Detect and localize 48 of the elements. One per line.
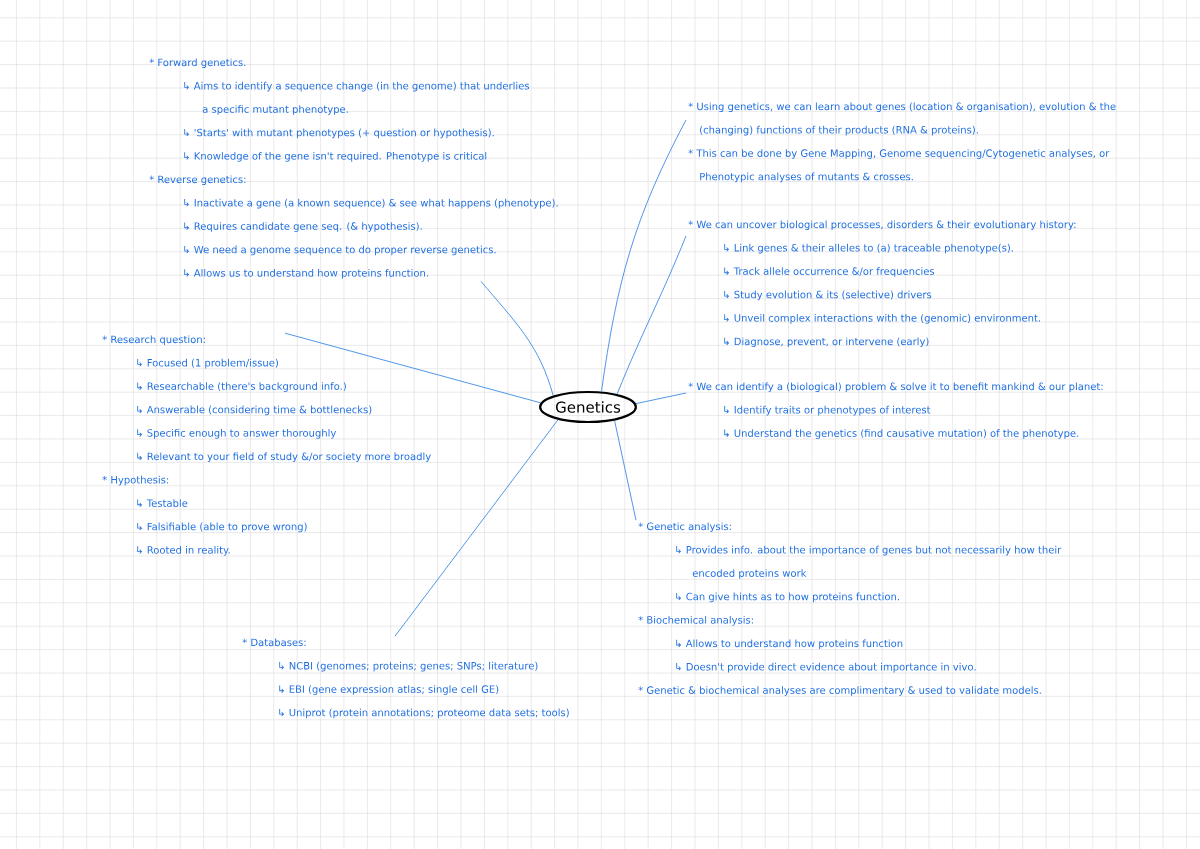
sub-point-text: ↳ Diagnose, prevent, or intervene (early): [724, 337, 929, 348]
sub-point-text: ↳ Falsifiable (able to prove wrong): [137, 522, 307, 533]
sub-point-text: ↳ Allows to understand how proteins function: [676, 639, 903, 650]
heading-text: * We can identify a (biological) problem & solve it to benefit mankind & our planet:: [688, 382, 1103, 393]
sub-point-text: ↳ Knowledge of the gene isn't required. Phenotype is critical: [184, 152, 487, 162]
sub-point-text: ↳ Requires candidate gene seq. (& hypothesis).: [184, 222, 422, 232]
heading-text: * Research question:: [102, 335, 205, 346]
heading-text: * Reverse genetics:: [149, 175, 246, 186]
connector-line: [394, 419, 559, 637]
heading-text: * Hypothesis:: [102, 475, 169, 486]
heading-text: * We can uncover biological processes, disorders & their evolutionary history:: [688, 220, 1076, 231]
connector-line: [284, 332, 542, 404]
heading-text: * Forward genetics.: [149, 58, 246, 69]
sub-point-text: ↳ We need a genome sequence to do proper reverse genetics.: [184, 245, 496, 256]
connector-line: [616, 235, 687, 395]
sub-point-text: ↳ Aims to identify a sequence change (in the genome) that underlies a specific mutant phenotype.: [184, 81, 530, 115]
sub-point-text: ↳ Study evolution & its (selective) drivers: [724, 290, 932, 301]
sub-point-text: ↳ Allows us to understand how proteins function.: [184, 269, 428, 279]
sub-point-text: ↳ Rooted in reality.: [137, 546, 230, 556]
sub-point-text: ↳ Unveil complex interactions with the (genomic) environment.: [724, 314, 1040, 324]
sub-point-text: ↳ Researchable (there's background info.): [137, 382, 346, 392]
sub-point-text: ↳ Relevant to your field of study &/or society more broadly: [137, 452, 431, 463]
sub-point-text: ↳ EBI (gene expression atlas; single cell GE): [279, 685, 499, 695]
connector-line: [480, 280, 554, 397]
sub-point-text: ↳ NCBI (genomes; proteins; genes; SNPs; literature): [279, 661, 538, 672]
sub-point-text: ↳ 'Starts' with mutant phenotypes (+ question or hypothesis).: [184, 128, 494, 139]
sub-point-text: ↳ Identify traits or phenotypes of interest: [724, 405, 931, 416]
heading-text: * Biochemical analysis:: [638, 616, 753, 626]
note-text: * Genetic & biochemical analyses are complimentary & used to validate models.: [638, 686, 1041, 696]
sub-point-text: ↳ Doesn't provide direct evidence about importance in vivo.: [676, 662, 976, 673]
sub-point-text: ↳ Understand the genetics (find causative mutation) of the phenotype.: [724, 429, 1079, 439]
connector-line: [614, 420, 637, 521]
sub-point-text: ↳ Specific enough to answer thoroughly: [137, 429, 337, 439]
sub-point-text: ↳ Can give hints as to how proteins function.: [676, 592, 899, 603]
sub-point-text: ↳ Provides info. about the importance of genes but not necessarily how their encoded proteins work: [676, 545, 1062, 579]
connector-line: [601, 119, 687, 392]
sub-point-text: ↳ Testable: [137, 499, 188, 507]
sub-point-text: ↳ Focused (1 problem/issue): [137, 358, 278, 369]
sub-point-text: ↳ Answerable (considering time & bottlenecks): [137, 405, 372, 416]
sub-point-text: ↳ Track allele occurrence &/or frequencies: [724, 267, 935, 277]
heading-text: * Databases:: [242, 638, 306, 647]
sub-point-text: ↳ Inactivate a gene (a known sequence) & see what happens (phenotype).: [184, 198, 558, 209]
note-text: * Using genetics, we can learn about genes (location & organisation), evolution & the (changing) functions of their products (RNA & proteins).: [688, 102, 1116, 136]
heading-text: * Genetic analysis:: [638, 522, 731, 533]
connector-line: [635, 392, 687, 405]
sub-point-text: ↳ Uniprot (protein annotations; proteome data sets; tools): [279, 708, 569, 719]
note-text: * This can be done by Gene Mapping, Genome sequencing/Cytogenetic analyses, or Phenotypic analyses of mutants & crosses.: [688, 149, 1110, 183]
sub-point-text: ↳ Link genes & their alleles to (a) traceable phenotype(s).: [724, 243, 1013, 254]
